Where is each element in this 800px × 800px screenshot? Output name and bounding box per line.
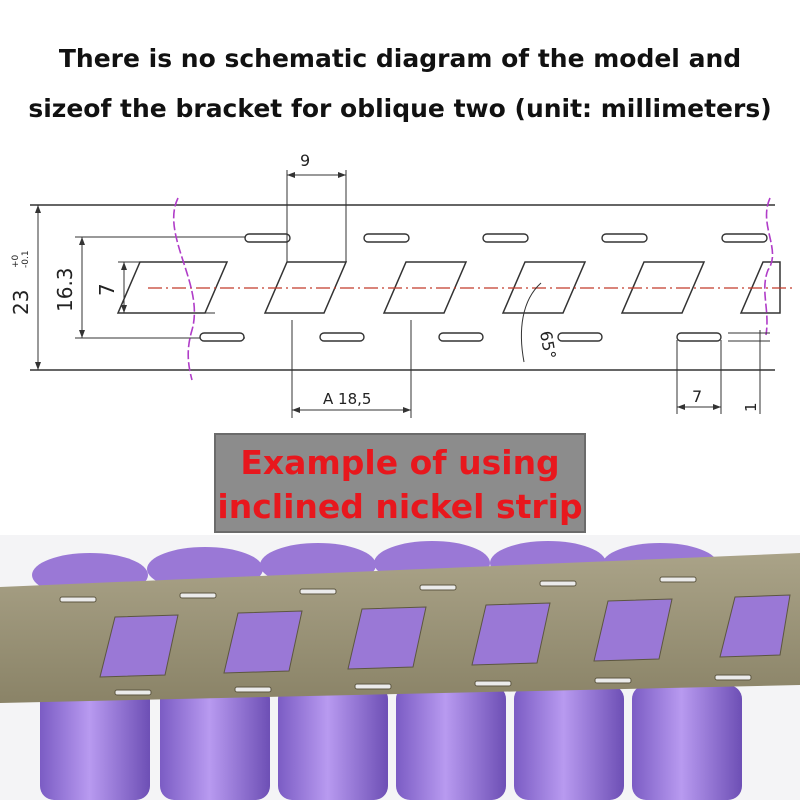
top-slot <box>244 233 291 243</box>
dim-width-tol-upper: +0 <box>11 254 21 268</box>
banner-line-2: inclined nickel strip <box>217 487 583 526</box>
dim-slot-length: 7 <box>692 387 702 406</box>
bottom-slot <box>676 332 722 342</box>
top-slot <box>363 233 410 243</box>
dim-window-height: 7 <box>95 283 119 296</box>
dim-angle: 65° <box>536 329 560 360</box>
top-slot <box>601 233 648 243</box>
bottom-slot <box>319 332 365 342</box>
bottom-slot <box>557 332 603 342</box>
bottom-slot <box>199 332 245 342</box>
break-line-right <box>764 197 774 336</box>
dim-inner-height: 16.3 <box>53 267 77 312</box>
strip-windows <box>99 594 791 678</box>
top-slot <box>482 233 529 243</box>
dim-slot-width: 1 <box>742 402 760 412</box>
dim-slot-spacing: 9 <box>300 151 310 170</box>
bottom-slots <box>199 332 722 342</box>
strip-diagram: 23 +0 -0.1 16.3 7 9 A 18,5 65° 7 1 <box>9 151 795 418</box>
banner-line-1: Example of using <box>240 443 560 482</box>
dim-pitch: A 18,5 <box>323 390 371 408</box>
battery-photo <box>0 535 800 800</box>
strip-slots <box>59 576 752 696</box>
dim-width-tol-lower: -0.1 <box>21 250 31 268</box>
example-banner: Example of using inclined nickel strip <box>214 433 586 533</box>
break-line-left <box>172 197 196 381</box>
title-line-2: sizeof the bracket for oblique two (unit… <box>28 94 772 123</box>
top-slots <box>244 233 768 243</box>
title-line-1: There is no schematic diagram of the mod… <box>58 44 742 73</box>
bottom-slot <box>438 332 484 342</box>
top-slot <box>721 233 768 243</box>
dim-width: 23 <box>9 290 33 315</box>
cell-bodies <box>40 685 742 800</box>
